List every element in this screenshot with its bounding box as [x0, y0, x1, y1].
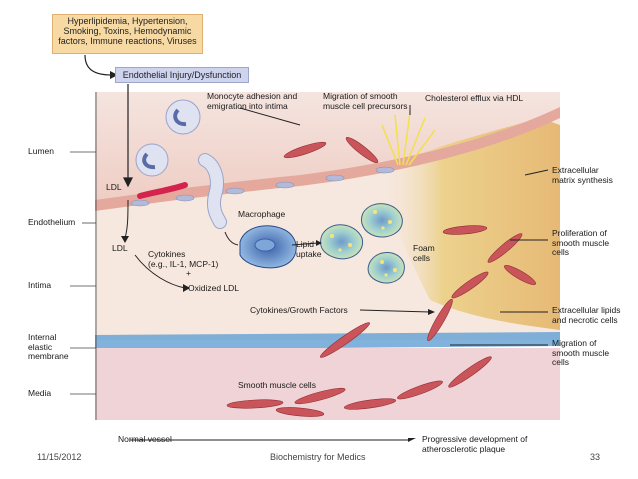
extracellular-matrix-line-2: matrix synthesis: [552, 174, 613, 185]
migration-precursors-line-2: muscle cell precursors: [323, 100, 408, 111]
cytokines-growth-label: Cytokines/Growth Factors: [250, 305, 348, 315]
monocyte-annotation-line-1: Monocyte adhesion and: [207, 91, 298, 101]
extracellular-matrix-line-1: Extracellular: [552, 165, 599, 175]
endothelial-cells: [130, 166, 395, 207]
ldl-top-label: LDL: [106, 182, 122, 192]
layer-bracket: [70, 92, 97, 420]
migration-smc-line-2: smooth muscle: [552, 347, 610, 358]
iem-label-line-1: Internal: [28, 332, 57, 342]
macrophage-cell: [239, 225, 297, 269]
proliferation-line-1: Proliferation of: [552, 228, 607, 238]
extracellular-lipids-line-1: Extracellular lipids: [552, 305, 621, 315]
footer-title: Biochemistry for Medics: [270, 452, 366, 462]
cytokines-annotation: Cytokines (e.g., IL-1, MCP-1) +: [148, 249, 219, 279]
hdl-efflux-burst: [381, 111, 436, 166]
footer-page-number: 33: [590, 452, 601, 462]
lipid-uptake-label: Lipid uptake: [296, 239, 322, 259]
lumen-label: Lumen: [28, 146, 54, 156]
risk-factors-line-3: factors, Immune reactions, Viruses: [58, 36, 197, 46]
endothelial-injury-box: Endothelial Injury/Dysfunction: [115, 67, 249, 83]
migration-precursors-line-1: Migration of smooth: [323, 91, 398, 101]
process-arrowheads: [121, 236, 435, 442]
smooth-muscle-cells-media: [226, 356, 492, 417]
smooth-muscle-cells-label: Smooth muscle cells: [238, 380, 316, 390]
iem-label-line-2: elastic: [28, 341, 53, 352]
cytokines-line-1: Cytokines: [148, 249, 186, 259]
oxidized-ldl-label: Oxidized LDL: [188, 283, 240, 293]
foam-cells-label: Foam cells: [413, 243, 435, 263]
foam-cells-line-2: cells: [413, 252, 431, 263]
cytokines-line-2: (e.g., IL-1, MCP-1): [148, 258, 219, 269]
internal-elastic-membrane: [95, 332, 560, 350]
axis-start-label: Normal vessel: [118, 434, 172, 444]
monocyte-annotation-line-2: emigration into intima: [207, 100, 288, 111]
monocyte-annotation: Monocyte adhesion and emigration into in…: [207, 91, 298, 111]
migration-precursors-annotation: Migration of smooth muscle cell precurso…: [323, 91, 408, 111]
axis-end-line-2: atherosclerotic plaque: [422, 443, 506, 454]
extracellular-matrix-annotation: Extracellular matrix synthesis: [552, 165, 613, 185]
intima-label: Intima: [28, 280, 52, 290]
risk-factors-box: Hyperlipidemia, Hypertension, Smoking, T…: [52, 14, 203, 54]
smooth-muscle-cells-intima: [283, 136, 537, 358]
monocyte-cells: [135, 99, 227, 229]
macrophage-label: Macrophage: [238, 209, 286, 219]
migration-smc-annotation: Migration of smooth muscle cells: [552, 338, 610, 368]
lipid-uptake-line-2: uptake: [296, 248, 322, 259]
endothelium-label: Endothelium: [28, 217, 76, 227]
foam-cells-line-1: Foam: [413, 243, 435, 253]
iem-label-line-3: membrane: [28, 351, 69, 361]
extracellular-lipids-annotation: Extracellular lipids and necrotic cells: [552, 305, 621, 325]
axis-end-line-1: Progressive development of: [422, 434, 528, 444]
ldl-bottom-label: LDL: [112, 243, 128, 253]
extracellular-lipids-line-2: and necrotic cells: [552, 314, 618, 325]
proliferation-line-3: cells: [552, 247, 570, 257]
risk-to-injury-arrow: [84, 54, 113, 76]
proliferation-annotation: Proliferation of smooth muscle cells: [552, 228, 610, 258]
risk-factors-line-2: Smoking, Toxins, Hemodynamic: [63, 26, 192, 36]
process-arrows: [124, 105, 549, 441]
injury-arrow: [123, 84, 133, 188]
media-label: Media: [28, 388, 52, 398]
migration-smc-line-1: Migration of: [552, 338, 597, 348]
damaged-endothelium: [137, 182, 188, 199]
internal-elastic-membrane-label: Internal elastic membrane: [28, 332, 69, 362]
foam-cells: [320, 203, 405, 284]
risk-factors-line-1: Hyperlipidemia, Hypertension,: [67, 16, 188, 26]
cholesterol-efflux-annotation: Cholesterol efflux via HDL: [425, 93, 524, 103]
axis-end-label: Progressive development of atherosclerot…: [422, 434, 528, 454]
migration-smc-line-3: cells: [552, 357, 570, 367]
lipid-uptake-line-1: Lipid: [296, 239, 314, 249]
proliferation-line-2: smooth muscle: [552, 237, 610, 248]
cytokines-line-3: +: [186, 268, 191, 278]
footer-date: 11/15/2012: [37, 452, 82, 462]
